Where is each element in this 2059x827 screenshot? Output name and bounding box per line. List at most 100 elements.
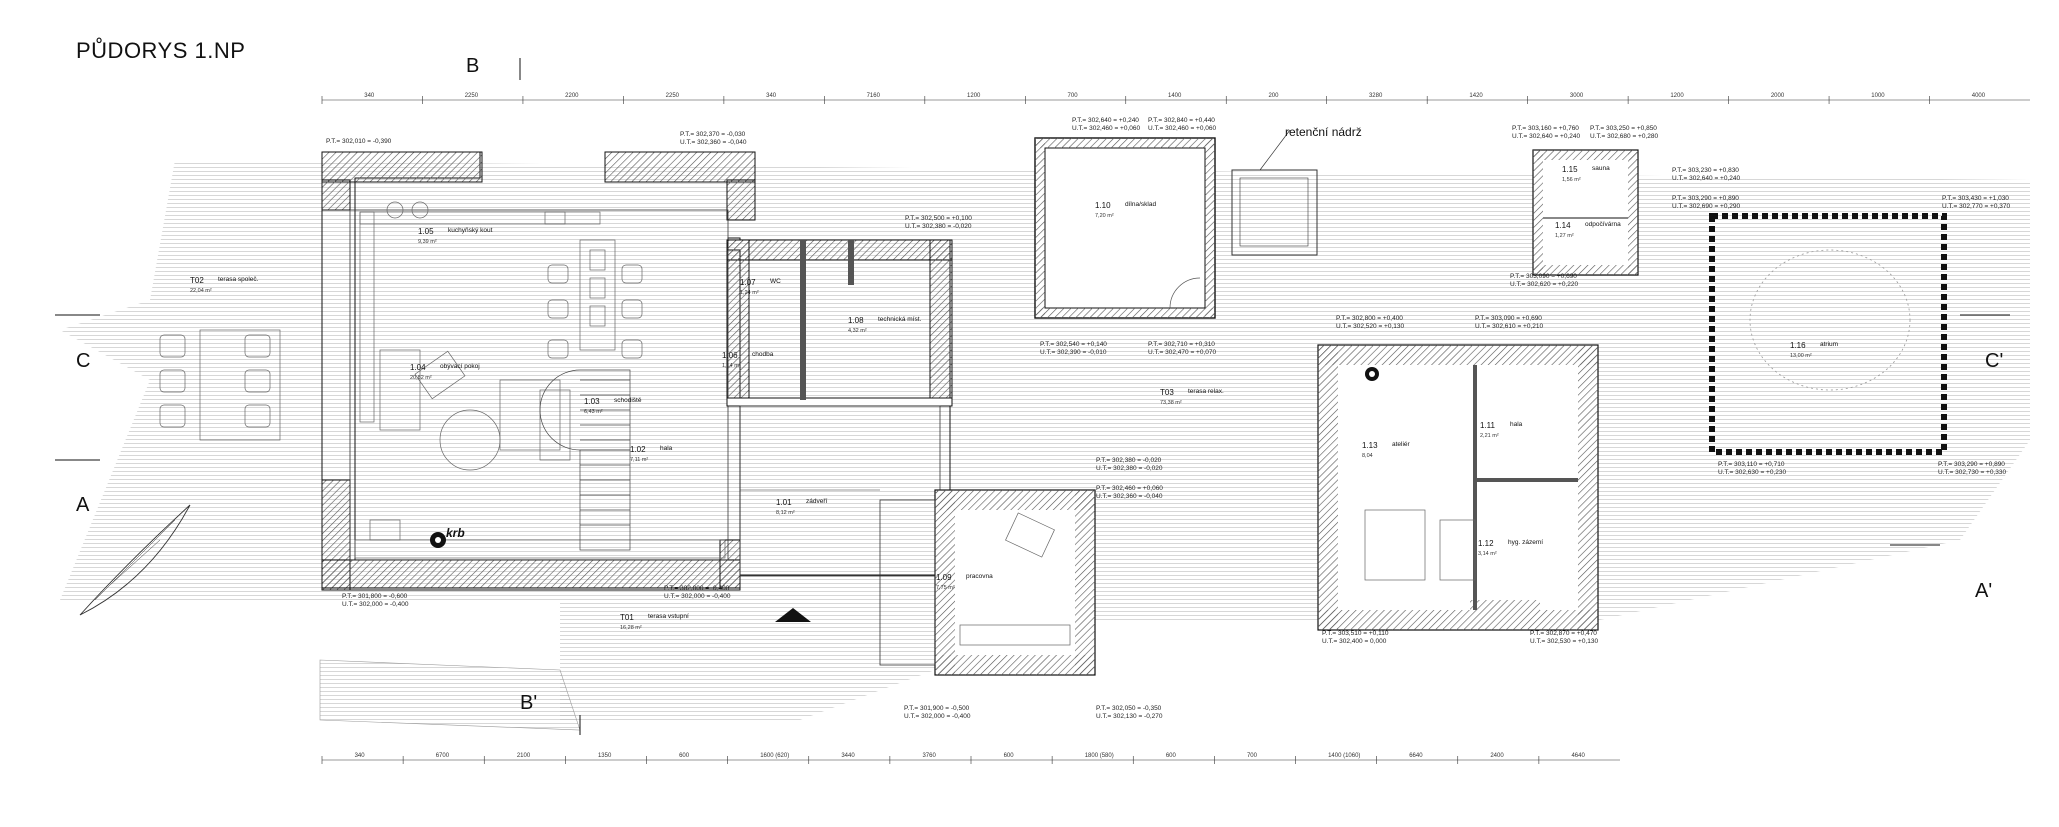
level-pt: P.T.= 302,840 = +0,440 — [1148, 117, 1215, 124]
section-mark-a: A — [76, 494, 90, 516]
room-name: zádveří — [806, 498, 828, 505]
level-pt: P.T.= 302,640 = +0,240 — [1072, 117, 1139, 124]
level-ut: U.T.= 302,460 = +0,060 — [1148, 125, 1217, 132]
room-area: 8,04 — [1362, 453, 1373, 459]
room-area: 7,75 m² — [936, 585, 955, 591]
room-number: 1.06 — [722, 351, 738, 360]
room-name: schodiště — [614, 397, 642, 404]
level-ut: U.T.= 302,630 = +0,230 — [1718, 469, 1787, 476]
pavilion-workshop — [1034, 137, 1216, 319]
entrance-arrow — [775, 608, 811, 622]
level-ut: U.T.= 302,530 = +0,130 — [1530, 638, 1599, 645]
dimension-value: 600 — [679, 753, 690, 759]
room-name: hala — [660, 445, 673, 452]
dimension-value: 3440 — [841, 753, 855, 759]
room-name: chodba — [752, 351, 774, 358]
room-name: odpočívárna — [1585, 221, 1621, 228]
room-name: WC — [770, 278, 781, 285]
terrace-name: terasa vstupní — [648, 613, 689, 620]
room-area: 2,21 m² — [1480, 433, 1499, 439]
section-lines — [55, 58, 2010, 735]
level-ut: U.T.= 302,000 = -0,400 — [664, 593, 731, 600]
level-ut: U.T.= 302,000 = -0,400 — [904, 713, 971, 720]
dimension-value: 340 — [766, 93, 777, 99]
level-pt: P.T.= 303,250 = +0,850 — [1590, 125, 1657, 132]
room-number: 1.14 — [1555, 221, 1571, 230]
level-ut: U.T.= 302,770 = +0,370 — [1942, 203, 2011, 210]
room-area: 3,14 m² — [1478, 551, 1497, 557]
room-number: 1.15 — [1562, 165, 1578, 174]
level-ut: U.T.= 302,130 = -0,270 — [1096, 713, 1163, 720]
atrium — [1709, 213, 1947, 455]
room-name: obývací pokoj — [440, 363, 480, 370]
room-name: ateliér — [1392, 441, 1411, 448]
level-pt: P.T.= 303,230 = +0,830 — [1672, 167, 1739, 174]
section-mark-b: B — [466, 55, 480, 77]
dimension-value: 2250 — [465, 93, 479, 99]
level-ut: U.T.= 302,680 = +0,280 — [1590, 133, 1659, 140]
office-pavilion — [879, 489, 1096, 676]
dimension-value: 4000 — [1972, 93, 1986, 99]
dimension-value: 1420 — [1469, 93, 1483, 99]
level-pt: P.T.= 302,050 = -0,350 — [1096, 705, 1162, 712]
dimension-value: 2200 — [565, 93, 579, 99]
room-number: 1.01 — [776, 498, 792, 507]
room-area: 1,27 m² — [1555, 233, 1574, 239]
room-area: 1,14 m² — [722, 363, 741, 369]
terrace-area: 73,38 m² — [1160, 400, 1182, 406]
room-number: 1.09 — [936, 573, 952, 582]
level-pt: P.T.= 303,290 = +0,890 — [1672, 195, 1739, 202]
level-pt: P.T.= 302,500 = +0,100 — [905, 215, 972, 222]
dimension-value: 1400 (1060) — [1328, 753, 1360, 759]
level-pt: P.T.= 303,090 = +0,690 — [1475, 315, 1542, 322]
room-name: kuchyňský kout — [448, 227, 493, 234]
furniture-living — [354, 201, 726, 559]
fireplace — [430, 532, 446, 548]
level-ut: U.T.= 302,390 = -0,010 — [1040, 349, 1107, 356]
dimension-value: 1350 — [598, 753, 612, 759]
dimension-value: 600 — [1004, 753, 1015, 759]
room-area: 20,82 m² — [410, 375, 432, 381]
dimension-value: 600 — [1166, 753, 1177, 759]
dimension-value: 2400 — [1490, 753, 1504, 759]
level-ut: U.T.= 302,000 = -0,400 — [342, 601, 409, 608]
level-ut: U.T.= 302,360 = -0,040 — [1096, 493, 1163, 500]
studio-block — [1317, 344, 1599, 631]
room-area: 1,56 m² — [1562, 177, 1581, 183]
dimension-value: 3280 — [1369, 93, 1383, 99]
dimension-value: 2100 — [517, 753, 531, 759]
terrace-area: 22,04 m² — [190, 288, 212, 294]
room-area: 1,24 m² — [740, 290, 759, 296]
level-ut: U.T.= 302,640 = +0,240 — [1512, 133, 1581, 140]
room-number: 1.13 — [1362, 441, 1378, 450]
level-pt: P.T.= 302,380 = -0,020 — [1096, 457, 1162, 464]
dimension-value: 1000 — [1871, 93, 1885, 99]
dimension-value: 4640 — [1571, 753, 1585, 759]
level-ut: U.T.= 302,460 = +0,060 — [1072, 125, 1141, 132]
hammock — [79, 504, 191, 616]
room-number: 1.11 — [1480, 421, 1496, 430]
level-pt: P.T.= 302,540 = +0,140 — [1040, 341, 1107, 348]
room-name: pracovna — [966, 573, 993, 580]
main-house — [321, 151, 953, 591]
room-number: 1.02 — [630, 445, 646, 454]
terrace-name: terasa společ. — [218, 276, 259, 283]
level-pt: P.T.= 303,110 = +0,710 — [1718, 461, 1785, 468]
level-pt: P.T.= 302,800 = +0,400 — [1336, 315, 1403, 322]
dimension-value: 1800 (580) — [1085, 753, 1114, 759]
dimension-value: 700 — [1068, 93, 1079, 99]
room-name: atrium — [1820, 341, 1838, 348]
section-mark-c: C — [76, 350, 91, 372]
level-ut: U.T.= 302,470 = +0,070 — [1148, 349, 1217, 356]
level-pt: P.T.= 301,900 = -0,500 — [904, 705, 970, 712]
room-area: 13,00 m² — [1790, 353, 1812, 359]
dimension-value: 200 — [1268, 93, 1279, 99]
retention-tank-label: retenční nádrž — [1285, 125, 1362, 139]
room-name: technická míst. — [878, 316, 922, 323]
sauna-block — [1532, 149, 1639, 276]
level-ut: U.T.= 302,640 = +0,240 — [1672, 175, 1741, 182]
room-area: 9,39 m² — [418, 239, 437, 245]
